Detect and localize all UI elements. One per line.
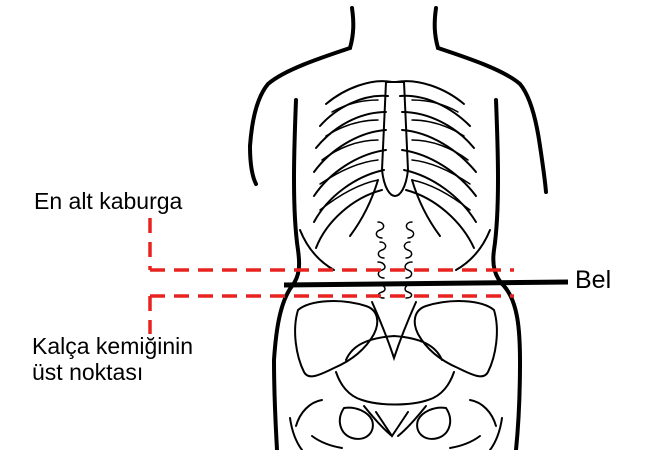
waist-line [284,282,568,285]
neck-left [350,8,353,48]
left-iliac-crest [295,301,377,376]
sacrum [372,302,416,358]
lowest-rib-label: En alt kaburga [34,188,182,214]
right-iliac-crest [415,301,497,376]
pelvis [290,301,502,450]
neck-right [435,8,438,48]
arm-right [540,146,546,192]
hip-bone-top-label: Kalça kemiğinin üst noktası [32,333,193,386]
right-hip-socket [470,400,496,426]
waist-marker [284,282,568,285]
torso-side-left [274,100,299,450]
reference-lines [150,218,514,334]
ribcage [300,81,490,270]
torso-side-right [493,100,520,450]
body-outline [250,8,546,450]
left-hip-socket [296,400,322,426]
spine [376,222,413,298]
arm-left [250,146,256,184]
sternum [382,82,408,196]
waist-label: Bel [575,266,611,295]
hip-bone-top-label-line2: üst noktası [32,359,193,385]
hip-bone-top-label-line1: Kalça kemiğinin [32,333,193,359]
